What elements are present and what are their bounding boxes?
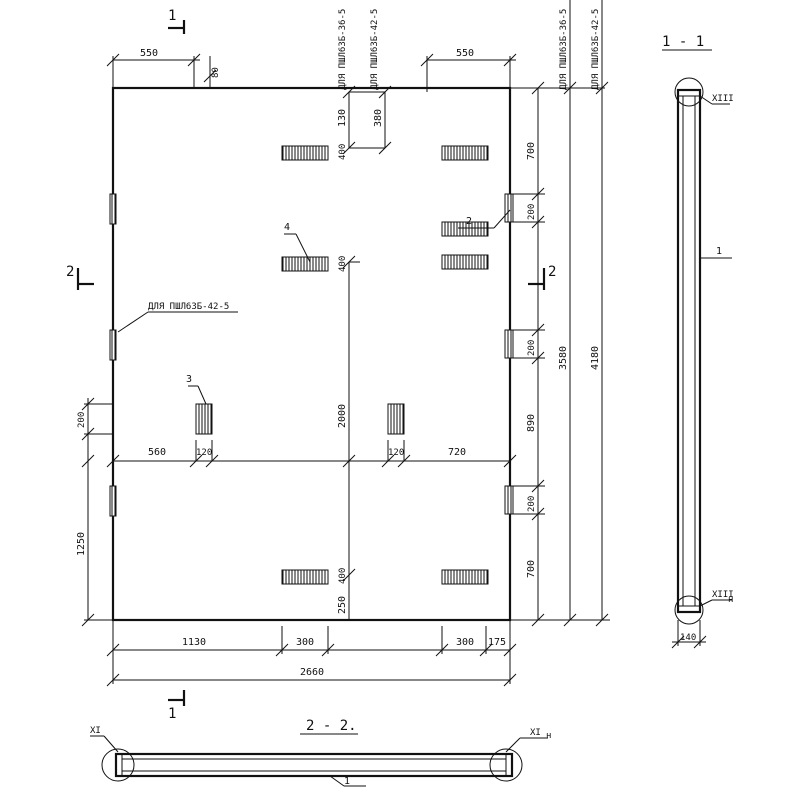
node-xi-h: XI — [530, 728, 541, 738]
callout-3: 3 — [186, 374, 192, 385]
callout-1-bottom: 1 — [344, 776, 350, 787]
dim-560: 560 — [148, 447, 166, 458]
dim-4180: 4180 — [590, 346, 601, 370]
detail-circle-xi-h — [489, 748, 523, 782]
dim-130: 130 — [337, 109, 348, 127]
edge-insert-right-1 — [504, 193, 514, 223]
bottom-dimensions — [106, 620, 517, 687]
section-2-2-title: 2 - 2. — [306, 718, 357, 734]
detail-circle-xi — [101, 748, 135, 782]
dim-120-b: 120 — [388, 448, 404, 458]
dim-550-right: 550 — [456, 48, 474, 59]
node-xi: XI — [90, 726, 101, 736]
dim-300-b: 300 — [456, 637, 474, 648]
insert-upper-right-2 — [441, 221, 489, 237]
section-1-top: 1 — [168, 8, 176, 24]
callout-2: 2 — [466, 216, 472, 227]
right-dimensions — [510, 0, 610, 627]
dim-250: 250 — [337, 596, 348, 614]
section-2-2-view — [90, 735, 548, 787]
callout-leaders — [117, 209, 511, 405]
dim-1250: 1250 — [76, 532, 87, 556]
section-marks — [76, 20, 546, 706]
node-xiii: XIII — [712, 94, 734, 104]
interior-dimensions — [106, 255, 517, 582]
insert-center-right — [387, 403, 405, 435]
dim-80: 80 — [211, 67, 221, 78]
dim-200-a: 200 — [527, 204, 537, 220]
callout-1-right: 1 — [716, 246, 722, 257]
dim-300-a: 300 — [296, 637, 314, 648]
label-for-pshl-42-right: ДЛЯ ПШЛ63Б-42-5 — [591, 9, 601, 90]
dim-1130: 1130 — [182, 637, 206, 648]
edge-insert-right-3 — [504, 485, 514, 515]
section-1-1-view — [671, 77, 732, 649]
label-for-pshl-36-right: ДЛЯ ПШЛ63Б-36-5 — [559, 9, 569, 90]
node-xiii-h: XIII — [712, 590, 734, 600]
insert-bot-left — [281, 569, 329, 585]
section-2-right: 2 — [548, 264, 556, 280]
dim-200-b: 200 — [527, 340, 537, 356]
top-dimensions — [106, 53, 517, 155]
insert-center-left — [195, 403, 213, 435]
detail-circle-xiii-h — [674, 595, 704, 625]
dim-550-left: 550 — [140, 48, 158, 59]
detail-circle-xiii — [674, 77, 704, 107]
dim-2000: 2000 — [337, 404, 348, 428]
dim-890: 890 — [526, 414, 537, 432]
callout-4: 4 — [284, 222, 290, 233]
dim-200-left: 200 — [77, 412, 87, 428]
insert-mid-right — [441, 254, 489, 270]
dim-200-c: 200 — [527, 496, 537, 512]
dim-380: 380 — [373, 109, 384, 127]
panel-outline — [111, 86, 512, 622]
dim-140: 140 — [680, 633, 696, 643]
dim-2660: 2660 — [300, 667, 324, 678]
edge-insert-left-2 — [109, 329, 117, 361]
dim-120-a: 120 — [196, 448, 212, 458]
insert-bot-right — [441, 569, 489, 585]
dim-720: 720 — [448, 447, 466, 458]
interior-lines — [113, 147, 510, 620]
section-2-left: 2 — [66, 264, 74, 280]
dim-700-bot: 700 — [526, 560, 537, 578]
insert-top-right — [441, 145, 489, 161]
dim-3580: 3580 — [558, 346, 569, 370]
edge-insert-left-1 — [109, 193, 117, 225]
node-xiii-h-sub: н — [728, 595, 733, 605]
edge-insert-left-3 — [109, 485, 117, 517]
insert-top-left — [281, 145, 329, 161]
section-1-bottom: 1 — [168, 706, 176, 722]
left-dimensions — [81, 397, 113, 627]
label-for-pshl-42: ДЛЯ ПШЛ63Б-42-5 — [370, 9, 380, 90]
section-1-1-title: 1 - 1 — [662, 34, 704, 50]
dim-400-b: 400 — [338, 256, 348, 272]
dim-175: 175 — [488, 637, 506, 648]
edge-insert-right-2 — [504, 329, 514, 359]
insert-mid-left — [281, 256, 329, 272]
embedded-parts — [109, 145, 514, 585]
node-xi-h-sub: н — [546, 731, 551, 741]
dim-700-top: 700 — [526, 142, 537, 160]
label-for-pshl-42-left: ДЛЯ ПШЛ63Б-42-5 — [148, 302, 229, 312]
dim-400-a: 400 — [338, 144, 348, 160]
label-for-pshl-36: ДЛЯ ПШЛ63Б-36-5 — [338, 9, 348, 90]
dim-400-c: 400 — [338, 568, 348, 584]
